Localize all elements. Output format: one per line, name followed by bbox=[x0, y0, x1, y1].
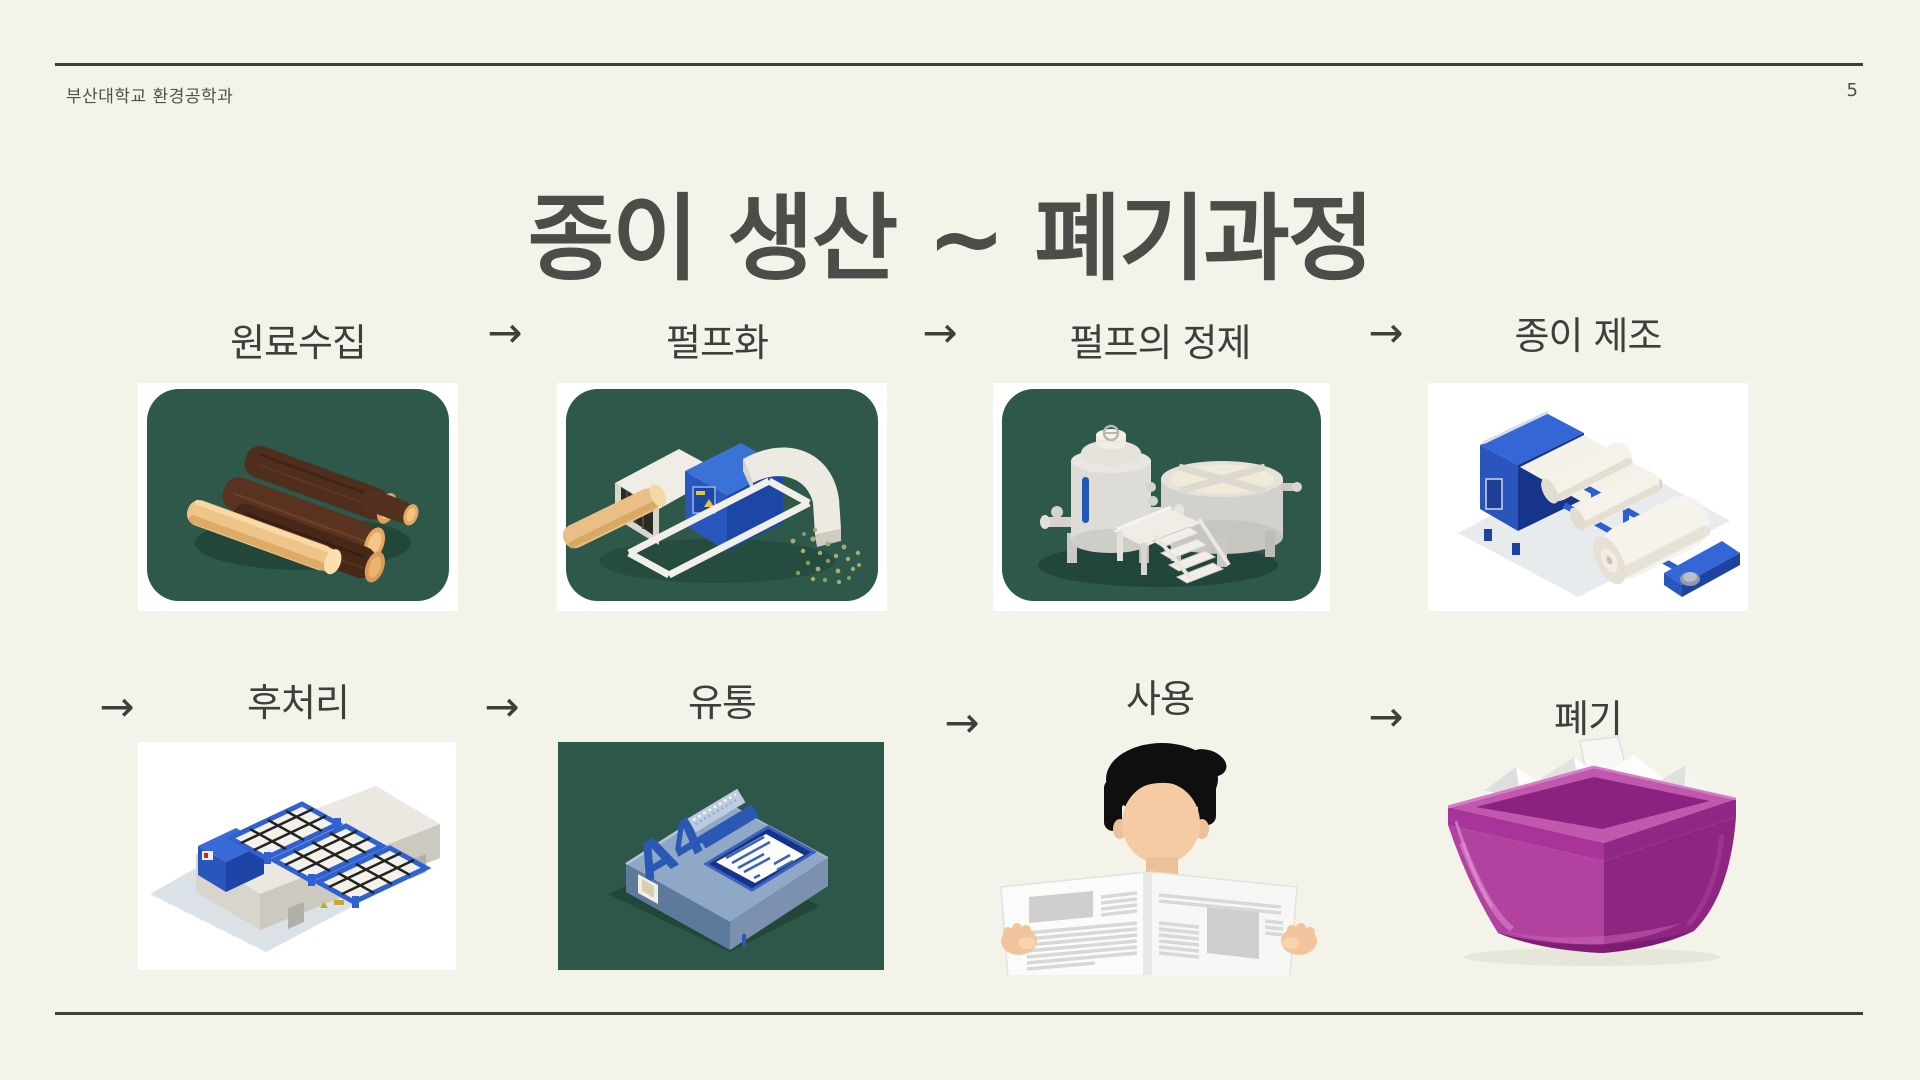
log bbox=[361, 489, 419, 526]
flow-arrow-icon: → bbox=[922, 308, 958, 357]
flow-arrow-icon: → bbox=[1368, 308, 1404, 357]
newspaper bbox=[1000, 871, 1298, 975]
paper-roll bbox=[1541, 442, 1633, 504]
paper-roll bbox=[1569, 470, 1661, 531]
finishing-machine-svg bbox=[150, 786, 440, 952]
waste-bin-svg bbox=[1447, 736, 1737, 966]
feed-log bbox=[562, 484, 667, 549]
winder-base bbox=[1664, 541, 1740, 597]
person-reading-newspaper-svg bbox=[1000, 743, 1317, 975]
slide-title: 종이 생산 ~ 폐기과정 bbox=[527, 184, 1375, 294]
base-frame bbox=[627, 477, 811, 579]
peeled-log bbox=[186, 499, 342, 575]
step-label-raw-material-collection: 원료수집 bbox=[230, 321, 367, 365]
bottom-rule bbox=[55, 1012, 1863, 1015]
bin bbox=[1447, 765, 1737, 953]
step-label-distribution: 유통 bbox=[688, 681, 757, 725]
hand bbox=[1001, 923, 1037, 955]
digester-tank bbox=[1040, 424, 1184, 563]
flow-arrow-icon: → bbox=[484, 682, 520, 731]
finishing-machine-illustration bbox=[138, 742, 456, 970]
flow-arrow-icon: → bbox=[99, 682, 135, 731]
a4-box-svg: A4 bbox=[558, 742, 884, 970]
step-label-paper-manufacturing: 종이 제조 bbox=[1514, 314, 1663, 358]
wood-chips bbox=[790, 528, 861, 585]
step-label-pulp-refining: 펄프의 정제 bbox=[1069, 321, 1252, 365]
platform-stairs bbox=[1113, 505, 1231, 584]
paper-machine-svg bbox=[1458, 410, 1740, 597]
wood-chipper-illustration bbox=[557, 383, 887, 611]
affiliation-text: 부산대학교 환경공학과 bbox=[66, 87, 234, 107]
wood-logs-svg bbox=[147, 389, 449, 601]
top-rule bbox=[55, 63, 1863, 66]
hand bbox=[1281, 923, 1317, 955]
flow-arrow-icon: → bbox=[1368, 692, 1404, 741]
step-label-post-processing: 후처리 bbox=[247, 681, 350, 725]
finished-paper-roll bbox=[1592, 495, 1711, 585]
document-lines bbox=[725, 835, 794, 880]
newsprint-lines-left bbox=[1026, 891, 1138, 971]
wood-chipper-svg bbox=[562, 389, 878, 601]
discharge-chute bbox=[743, 447, 841, 547]
pulp-tanks-svg bbox=[1002, 389, 1321, 601]
flow-arrow-icon: → bbox=[944, 698, 980, 747]
page-number: 5 bbox=[1846, 80, 1858, 101]
step-label-use: 사용 bbox=[1126, 677, 1195, 721]
step-label-pulping: 펄프화 bbox=[666, 321, 769, 365]
paper-machine-illustration bbox=[1428, 383, 1748, 611]
waste-bin-illustration bbox=[1432, 735, 1752, 975]
wood-logs-illustration bbox=[138, 383, 458, 611]
a4-box-illustration: A4 bbox=[558, 742, 884, 970]
pulp-tanks-illustration bbox=[993, 383, 1330, 611]
paper-ream-box: A4 bbox=[625, 788, 829, 950]
person-reading-newspaper-illustration bbox=[995, 735, 1325, 975]
screen-racks bbox=[224, 801, 432, 908]
step-label-disposal: 폐기 bbox=[1554, 697, 1623, 741]
newsprint-lines-right bbox=[1158, 893, 1284, 959]
flow-arrow-icon: → bbox=[487, 308, 523, 357]
